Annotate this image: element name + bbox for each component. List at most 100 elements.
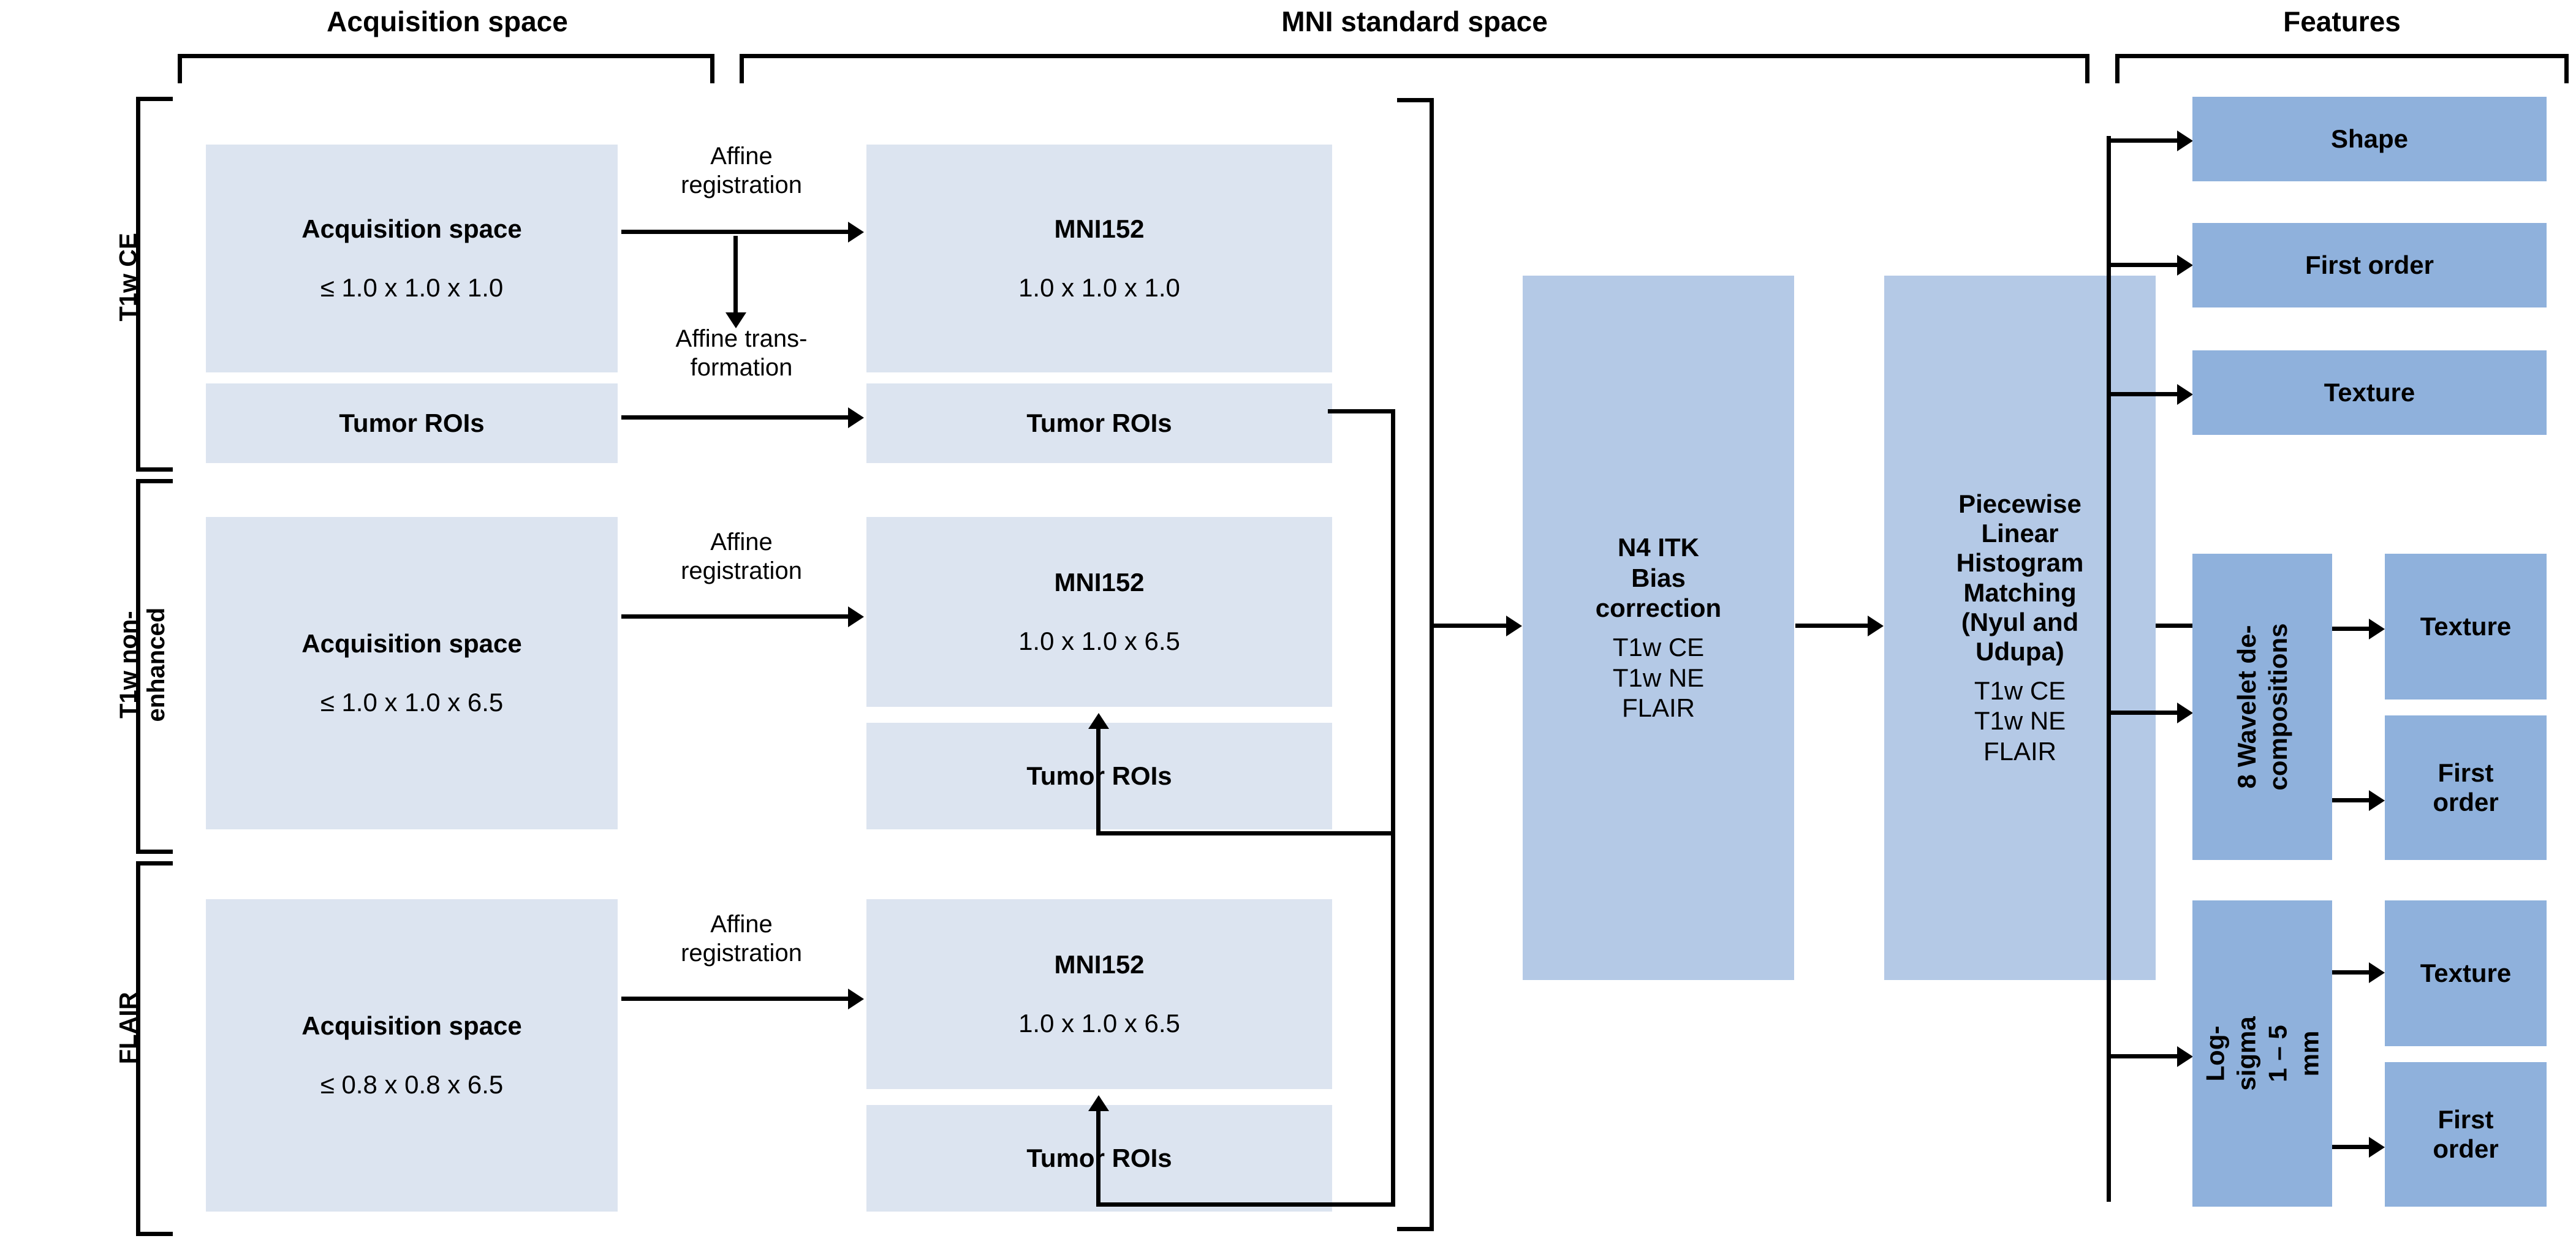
wavelet-output-line-texture (2332, 627, 2370, 631)
header-acquisition-space: Acquisition space (327, 6, 568, 37)
roi-bus-entry-line (1328, 409, 1395, 413)
roi-branch-arrowhead-flair (1088, 1095, 1109, 1111)
box-n4-itk-bias-correction-title: N4 ITK Bias correction (1595, 533, 1722, 623)
log-sigma-output-line-texture (2332, 970, 2370, 975)
box-mni-t1w-ne: MNI152 1.0 x 1.0 x 6.5 (866, 517, 1332, 707)
box-feature-wavelet-texture-label: Texture (2420, 611, 2512, 641)
bracket-features (2115, 54, 2569, 83)
box-feature-log-sigma-texture: Texture (2385, 900, 2547, 1046)
feature-branch-arrowhead-first-order (2177, 255, 2193, 276)
roi-branch-line-t1w-ne (1096, 831, 1395, 835)
box-mni-flair: MNI152 1.0 x 1.0 x 6.5 (866, 899, 1332, 1089)
box-piecewise-linear-histogram-matching-modalities: T1w CE T1w NE FLAIR (1974, 676, 2066, 766)
row-label-t1w-non-enhanced-text: T1w non- enhanced (115, 607, 170, 722)
box-mni-t1w-ce-title: MNI152 (1054, 214, 1145, 244)
box-feature-texture-label: Texture (2324, 377, 2415, 407)
box-feature-texture: Texture (2192, 350, 2547, 435)
connector-line-to-bias-correction (1434, 624, 1507, 628)
log-sigma-output-arrowhead-first-order (2369, 1137, 2385, 1158)
box-acquisition-flair-resolution: ≤ 0.8 x 0.8 x 6.5 (320, 1070, 504, 1099)
bracket-acquisition-space (178, 54, 714, 83)
header-features: Features (2283, 6, 2401, 37)
wavelet-output-arrowhead-first-order (2369, 790, 2385, 811)
arrow-line-affine-transformation-t1w-ce (621, 415, 849, 420)
box-feature-shape-label: Shape (2330, 124, 2409, 153)
box-mni-flair-resolution: 1.0 x 1.0 x 6.5 (1018, 1009, 1180, 1038)
box-tumor-roi-source-t1w-ce-title: Tumor ROIs (339, 409, 485, 438)
box-acquisition-t1w-ne-title: Acquisition space (301, 629, 522, 658)
connector-arrowhead-bias-to-histogram (1868, 616, 1884, 636)
bracket-row-t1w-ce (136, 97, 173, 472)
bracket-mni-standard-space (740, 54, 2089, 83)
bracket-collector-to-bias-correction (1397, 98, 1434, 1231)
box-n4-itk-bias-correction-modalities: T1w CE T1w NE FLAIR (1612, 633, 1705, 723)
box-feature-wavelet-first-order-label: First order (2433, 758, 2499, 816)
box-tumor-roi-target-t1w-ce-title: Tumor ROIs (1026, 409, 1172, 438)
row-label-t1w-ce-text: T1w CE (115, 233, 142, 322)
row-label-flair-text: FLAIR (115, 992, 142, 1065)
caption-affine-registration-t1w-ne: Affine registration (681, 529, 802, 585)
box-feature-group-wavelet-label: 8 Wavelet de- compositions (2232, 623, 2292, 791)
connector-arrowhead-to-bias-correction (1506, 616, 1522, 636)
row-label-t1w-ce: T1w CE (115, 185, 143, 369)
arrow-line-affine-registration-flair (621, 997, 849, 1001)
box-acquisition-flair: Acquisition space ≤ 0.8 x 0.8 x 6.5 (206, 899, 618, 1212)
box-mni-t1w-ne-resolution: 1.0 x 1.0 x 6.5 (1018, 627, 1180, 655)
box-mni-t1w-ne-title: MNI152 (1054, 568, 1145, 597)
connector-line-bias-to-histogram (1795, 624, 1869, 628)
box-piecewise-linear-histogram-matching-title: Piecewise Linear Histogram Matching (Nyu… (1956, 489, 2084, 666)
box-feature-wavelet-texture: Texture (2385, 554, 2547, 700)
header-mni-standard-space: MNI standard space (1281, 6, 1548, 37)
feature-branch-arrowhead-texture (2177, 384, 2193, 405)
box-acquisition-t1w-ne: Acquisition space ≤ 1.0 x 1.0 x 6.5 (206, 517, 618, 829)
roi-branch-up-t1w-ne (1096, 729, 1100, 831)
box-tumor-roi-source-t1w-ce: Tumor ROIs (206, 383, 618, 463)
bracket-row-flair (136, 861, 173, 1236)
bracket-row-t1w-non-enhanced (136, 479, 173, 854)
arrow-head-affine-registration-t1w-ce (848, 222, 864, 243)
feature-branch-arrowhead-log-sigma (2177, 1046, 2193, 1067)
box-acquisition-t1w-ce-resolution: ≤ 1.0 x 1.0 x 1.0 (320, 273, 504, 302)
feature-branch-line-shape (2111, 138, 2178, 143)
wavelet-output-line-first-order (2332, 798, 2370, 802)
log-sigma-output-arrowhead-texture (2369, 962, 2385, 983)
box-feature-log-sigma-texture-label: Texture (2420, 958, 2512, 987)
roi-branch-line-flair (1096, 1202, 1395, 1207)
box-mni-t1w-ce: MNI152 1.0 x 1.0 x 1.0 (866, 145, 1332, 372)
box-piecewise-linear-histogram-matching: Piecewise Linear Histogram Matching (Nyu… (1884, 276, 2156, 980)
box-feature-wavelet-first-order: First order (2385, 715, 2547, 860)
box-feature-log-sigma-first-order-label: First order (2433, 1104, 2499, 1163)
box-mni-flair-title: MNI152 (1054, 950, 1145, 979)
caption-affine-registration-t1w-ce: Affine registration (681, 143, 802, 199)
box-feature-first-order-label: First order (2305, 250, 2434, 279)
arrow-head-affine-transformation-down (725, 312, 746, 328)
box-acquisition-t1w-ne-resolution: ≤ 1.0 x 1.0 x 6.5 (320, 688, 504, 717)
box-n4-itk-bias-correction: N4 ITK Bias correction T1w CE T1w NE FLA… (1523, 276, 1794, 980)
feature-branch-line-wavelet (2111, 711, 2178, 715)
log-sigma-output-line-first-order (2332, 1145, 2370, 1149)
roi-branch-arrowhead-t1w-ne (1088, 713, 1109, 729)
row-label-flair: FLAIR (115, 936, 143, 1120)
arrow-line-affine-registration-t1w-ce (621, 230, 849, 234)
arrow-head-affine-registration-t1w-ne (848, 606, 864, 627)
feature-branch-arrowhead-wavelet (2177, 703, 2193, 723)
caption-affine-registration-flair: Affine registration (681, 911, 802, 967)
roi-bus-vertical-line (1391, 409, 1395, 1207)
arrow-line-affine-registration-t1w-ne (621, 614, 849, 619)
feature-branch-line-texture (2111, 392, 2178, 396)
arrow-line-affine-transformation-down (733, 236, 738, 315)
box-feature-group-log-sigma: Log-sigma 1 – 5 mm (2192, 900, 2332, 1207)
box-mni-t1w-ce-resolution: 1.0 x 1.0 x 1.0 (1018, 273, 1180, 302)
feature-branch-line-first-order (2111, 263, 2178, 267)
box-tumor-roi-target-t1w-ce: Tumor ROIs (866, 383, 1332, 463)
box-feature-group-log-sigma-label: Log-sigma 1 – 5 mm (2200, 1016, 2324, 1091)
wavelet-output-arrowhead-texture (2369, 619, 2385, 639)
arrow-head-affine-transformation-t1w-ce (848, 407, 864, 428)
feature-branch-line-log-sigma (2111, 1054, 2178, 1058)
box-feature-shape: Shape (2192, 97, 2547, 181)
caption-affine-transformation-t1w-ce: Affine trans- formation (675, 325, 808, 382)
box-acquisition-t1w-ce: Acquisition space ≤ 1.0 x 1.0 x 1.0 (206, 145, 618, 372)
feature-branch-arrowhead-shape (2177, 130, 2193, 151)
box-feature-log-sigma-first-order: First order (2385, 1062, 2547, 1207)
